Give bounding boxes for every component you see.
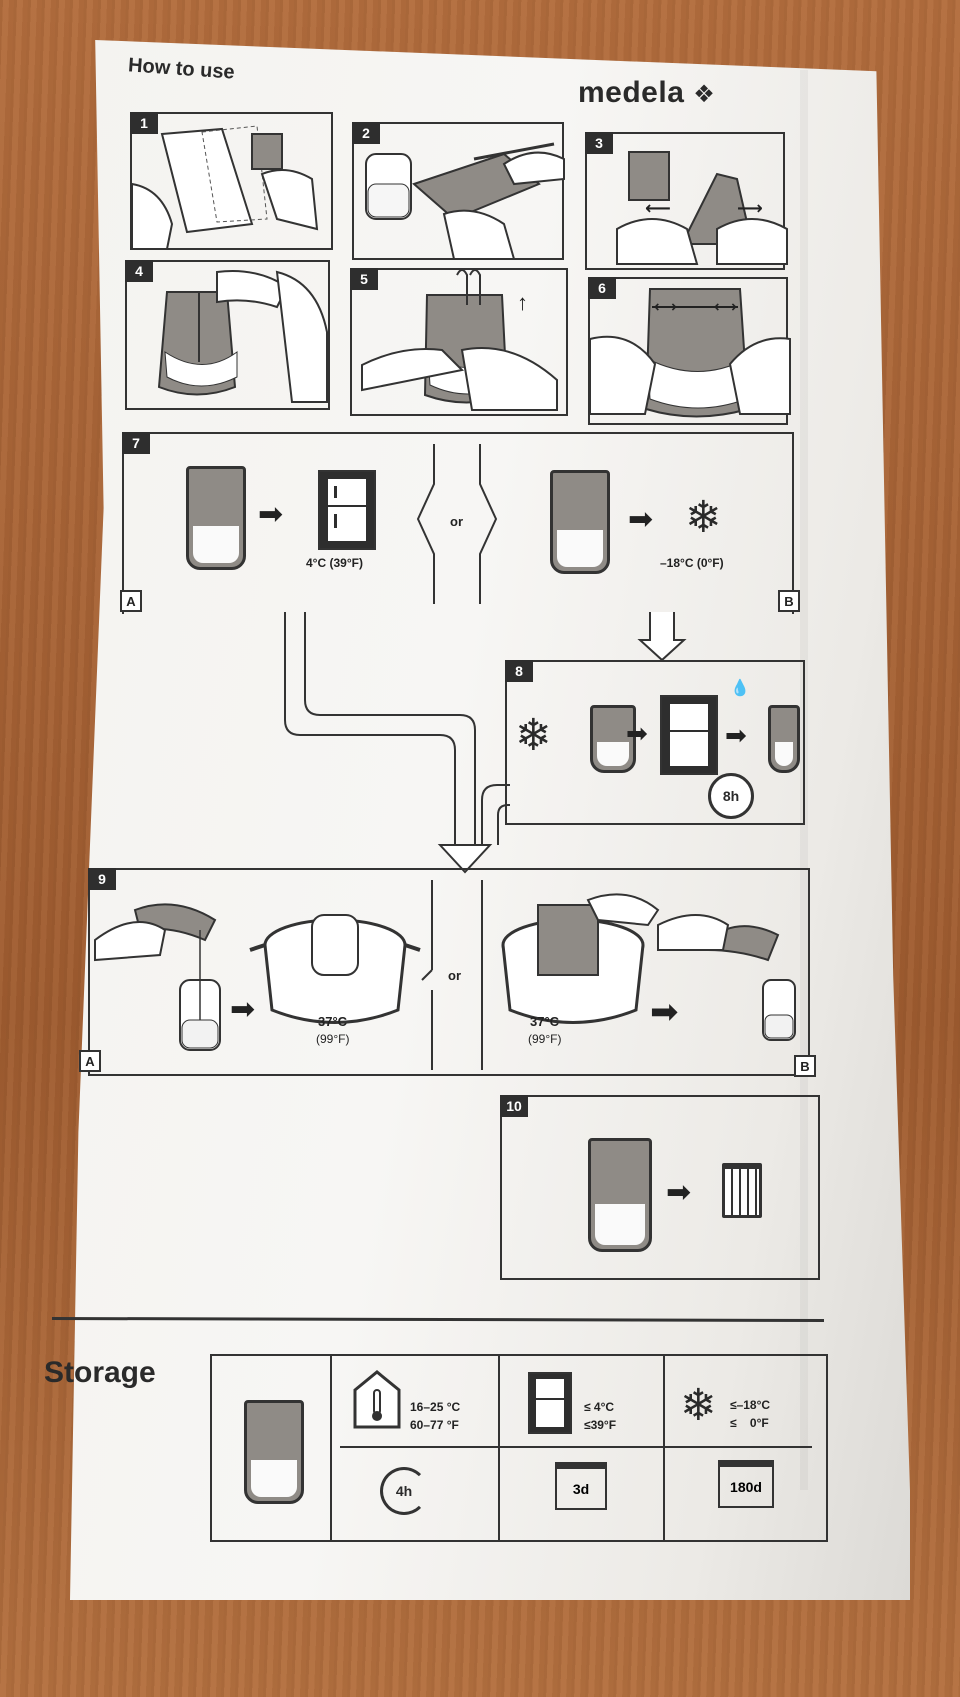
step-number: 9 bbox=[88, 868, 116, 890]
step-number: 1 bbox=[130, 112, 158, 134]
step-8-panel: 8 bbox=[505, 660, 805, 825]
step-number: 6 bbox=[588, 277, 616, 299]
step-number: 7 bbox=[122, 432, 150, 454]
clock-icon: 8h bbox=[708, 773, 754, 819]
filled-pouch-icon bbox=[186, 466, 246, 570]
water-temp-a-label: 37°C bbox=[318, 1014, 348, 1029]
freezer-duration: 180d bbox=[730, 1478, 762, 1495]
medela-mark-icon: ❖ bbox=[693, 81, 716, 108]
or-label: or bbox=[450, 514, 463, 529]
pour-into-bottle-icon bbox=[94, 903, 221, 1051]
thaw-time-label: 8h bbox=[722, 788, 740, 804]
or-divider bbox=[416, 444, 498, 604]
svg-text:↑: ↑ bbox=[517, 290, 528, 315]
trash-bin-icon bbox=[722, 1163, 762, 1218]
option-b-label: B bbox=[778, 590, 800, 612]
arrow-right-icon: ➡ bbox=[725, 720, 747, 750]
filled-pouch-icon bbox=[244, 1400, 304, 1504]
tear-open-pouch-icon bbox=[131, 125, 319, 250]
snowflake-icon: ❄ bbox=[515, 711, 552, 760]
fridge-temp-c: ≤ 4°C bbox=[584, 1400, 615, 1414]
svg-text:⟷: ⟷ bbox=[714, 299, 737, 316]
arrow-right-icon: ➡ bbox=[626, 718, 648, 748]
option-a-label: A bbox=[120, 590, 142, 612]
filled-pouch-icon bbox=[550, 470, 610, 574]
storage-table bbox=[210, 1354, 828, 1542]
option-a-label: A bbox=[79, 1050, 101, 1072]
label-pouch-icon bbox=[365, 142, 565, 260]
brand-name: medela bbox=[578, 76, 685, 109]
water-drops-icon: 💧 bbox=[730, 680, 750, 697]
room-duration: 4h bbox=[395, 1483, 413, 1499]
step-4-panel: 4 bbox=[125, 260, 330, 410]
arrow-right-icon: ➡ bbox=[258, 498, 284, 531]
freezer-temp-f: ≤ 0°F bbox=[730, 1416, 769, 1430]
calendar-icon: 180d bbox=[718, 1460, 774, 1508]
arrow-right-icon: ➡ bbox=[230, 993, 256, 1026]
step-number: 3 bbox=[585, 132, 613, 154]
freezer-temp-label: –18°C (0°F) bbox=[660, 556, 724, 570]
thawed-pouch-icon bbox=[768, 705, 800, 773]
step-1-panel: 1 bbox=[130, 112, 333, 250]
or-divider bbox=[421, 880, 483, 1070]
pot-with-pouch-icon bbox=[501, 893, 660, 1024]
water-temp-b-f-label: (99°F) bbox=[528, 1032, 562, 1046]
flow-arrows bbox=[284, 612, 687, 874]
room-temp-f: 60–77 °F bbox=[410, 1418, 459, 1432]
calendar-icon: 3d bbox=[555, 1462, 607, 1510]
fridge-temp-f: ≤39°F bbox=[584, 1418, 617, 1432]
house-thermometer-icon bbox=[353, 1370, 401, 1429]
pot-with-bottle-icon bbox=[249, 914, 421, 1024]
storage-row-divider bbox=[340, 1446, 812, 1448]
fridge-icon bbox=[528, 1372, 572, 1434]
seal-pouch-icon: ⟷ ⟷ bbox=[589, 288, 791, 418]
step-number: 2 bbox=[352, 122, 380, 144]
pour-into-bottle-icon bbox=[657, 914, 796, 1041]
step-5-panel: 5 ↑ bbox=[350, 268, 568, 416]
step-number: 5 bbox=[350, 268, 378, 290]
empty-pouch-icon bbox=[588, 1138, 652, 1252]
step-10-panel: 10 bbox=[500, 1095, 820, 1280]
step-number: 4 bbox=[125, 260, 153, 282]
step-6-panel: 6 ⟷ ⟷ bbox=[588, 277, 791, 425]
pour-milk-into-pouch-icon bbox=[157, 270, 328, 403]
remove-air-from-pouch-icon: ↑ bbox=[361, 269, 558, 411]
fridge-temp-label: 4°C (39°F) bbox=[306, 556, 363, 570]
room-duration-icon: 4h bbox=[380, 1467, 428, 1515]
svg-text:⟷: ⟷ bbox=[654, 299, 677, 316]
arrow-right-icon: ➡ bbox=[628, 503, 654, 536]
snowflake-icon: ❄ bbox=[685, 493, 722, 542]
open-pouch-icon: ⟵ ⟶ bbox=[616, 151, 788, 265]
water-temp-a-f-label: (99°F) bbox=[316, 1032, 350, 1046]
arrow-right-icon: ➡ bbox=[650, 993, 679, 1031]
step-7-panel: 7 bbox=[122, 432, 794, 614]
step-2-panel: 2 bbox=[352, 122, 565, 260]
storage-col-divider bbox=[330, 1356, 332, 1540]
medela-logo: medela ❖ bbox=[578, 76, 715, 110]
water-temp-b-label: 37°C bbox=[530, 1014, 560, 1029]
svg-text:⟶: ⟶ bbox=[737, 198, 763, 218]
step-9-panel: 9 bbox=[88, 868, 810, 1076]
snowflake-icon: ❄ bbox=[680, 1381, 717, 1430]
fridge-icon bbox=[660, 695, 718, 775]
room-temp-c: 16–25 °C bbox=[410, 1400, 461, 1414]
storage-col-divider bbox=[498, 1356, 500, 1540]
fridge-duration: 3d bbox=[572, 1480, 590, 1497]
option-b-label: B bbox=[794, 1055, 816, 1077]
fridge-icon bbox=[318, 470, 376, 550]
arrow-right-icon: ➡ bbox=[666, 1176, 692, 1209]
frozen-pouch-icon bbox=[590, 705, 636, 773]
storage-title: Storage bbox=[44, 1356, 156, 1389]
step-3-panel: 3 ⟵ ⟶ bbox=[585, 132, 788, 270]
step-number: 10 bbox=[500, 1095, 528, 1117]
storage-col-divider bbox=[663, 1356, 665, 1540]
freezer-temp-c: ≤–18°C bbox=[730, 1398, 771, 1412]
step-number: 8 bbox=[505, 660, 533, 682]
or-label: or bbox=[448, 968, 461, 983]
svg-text:⟵: ⟵ bbox=[645, 198, 671, 218]
